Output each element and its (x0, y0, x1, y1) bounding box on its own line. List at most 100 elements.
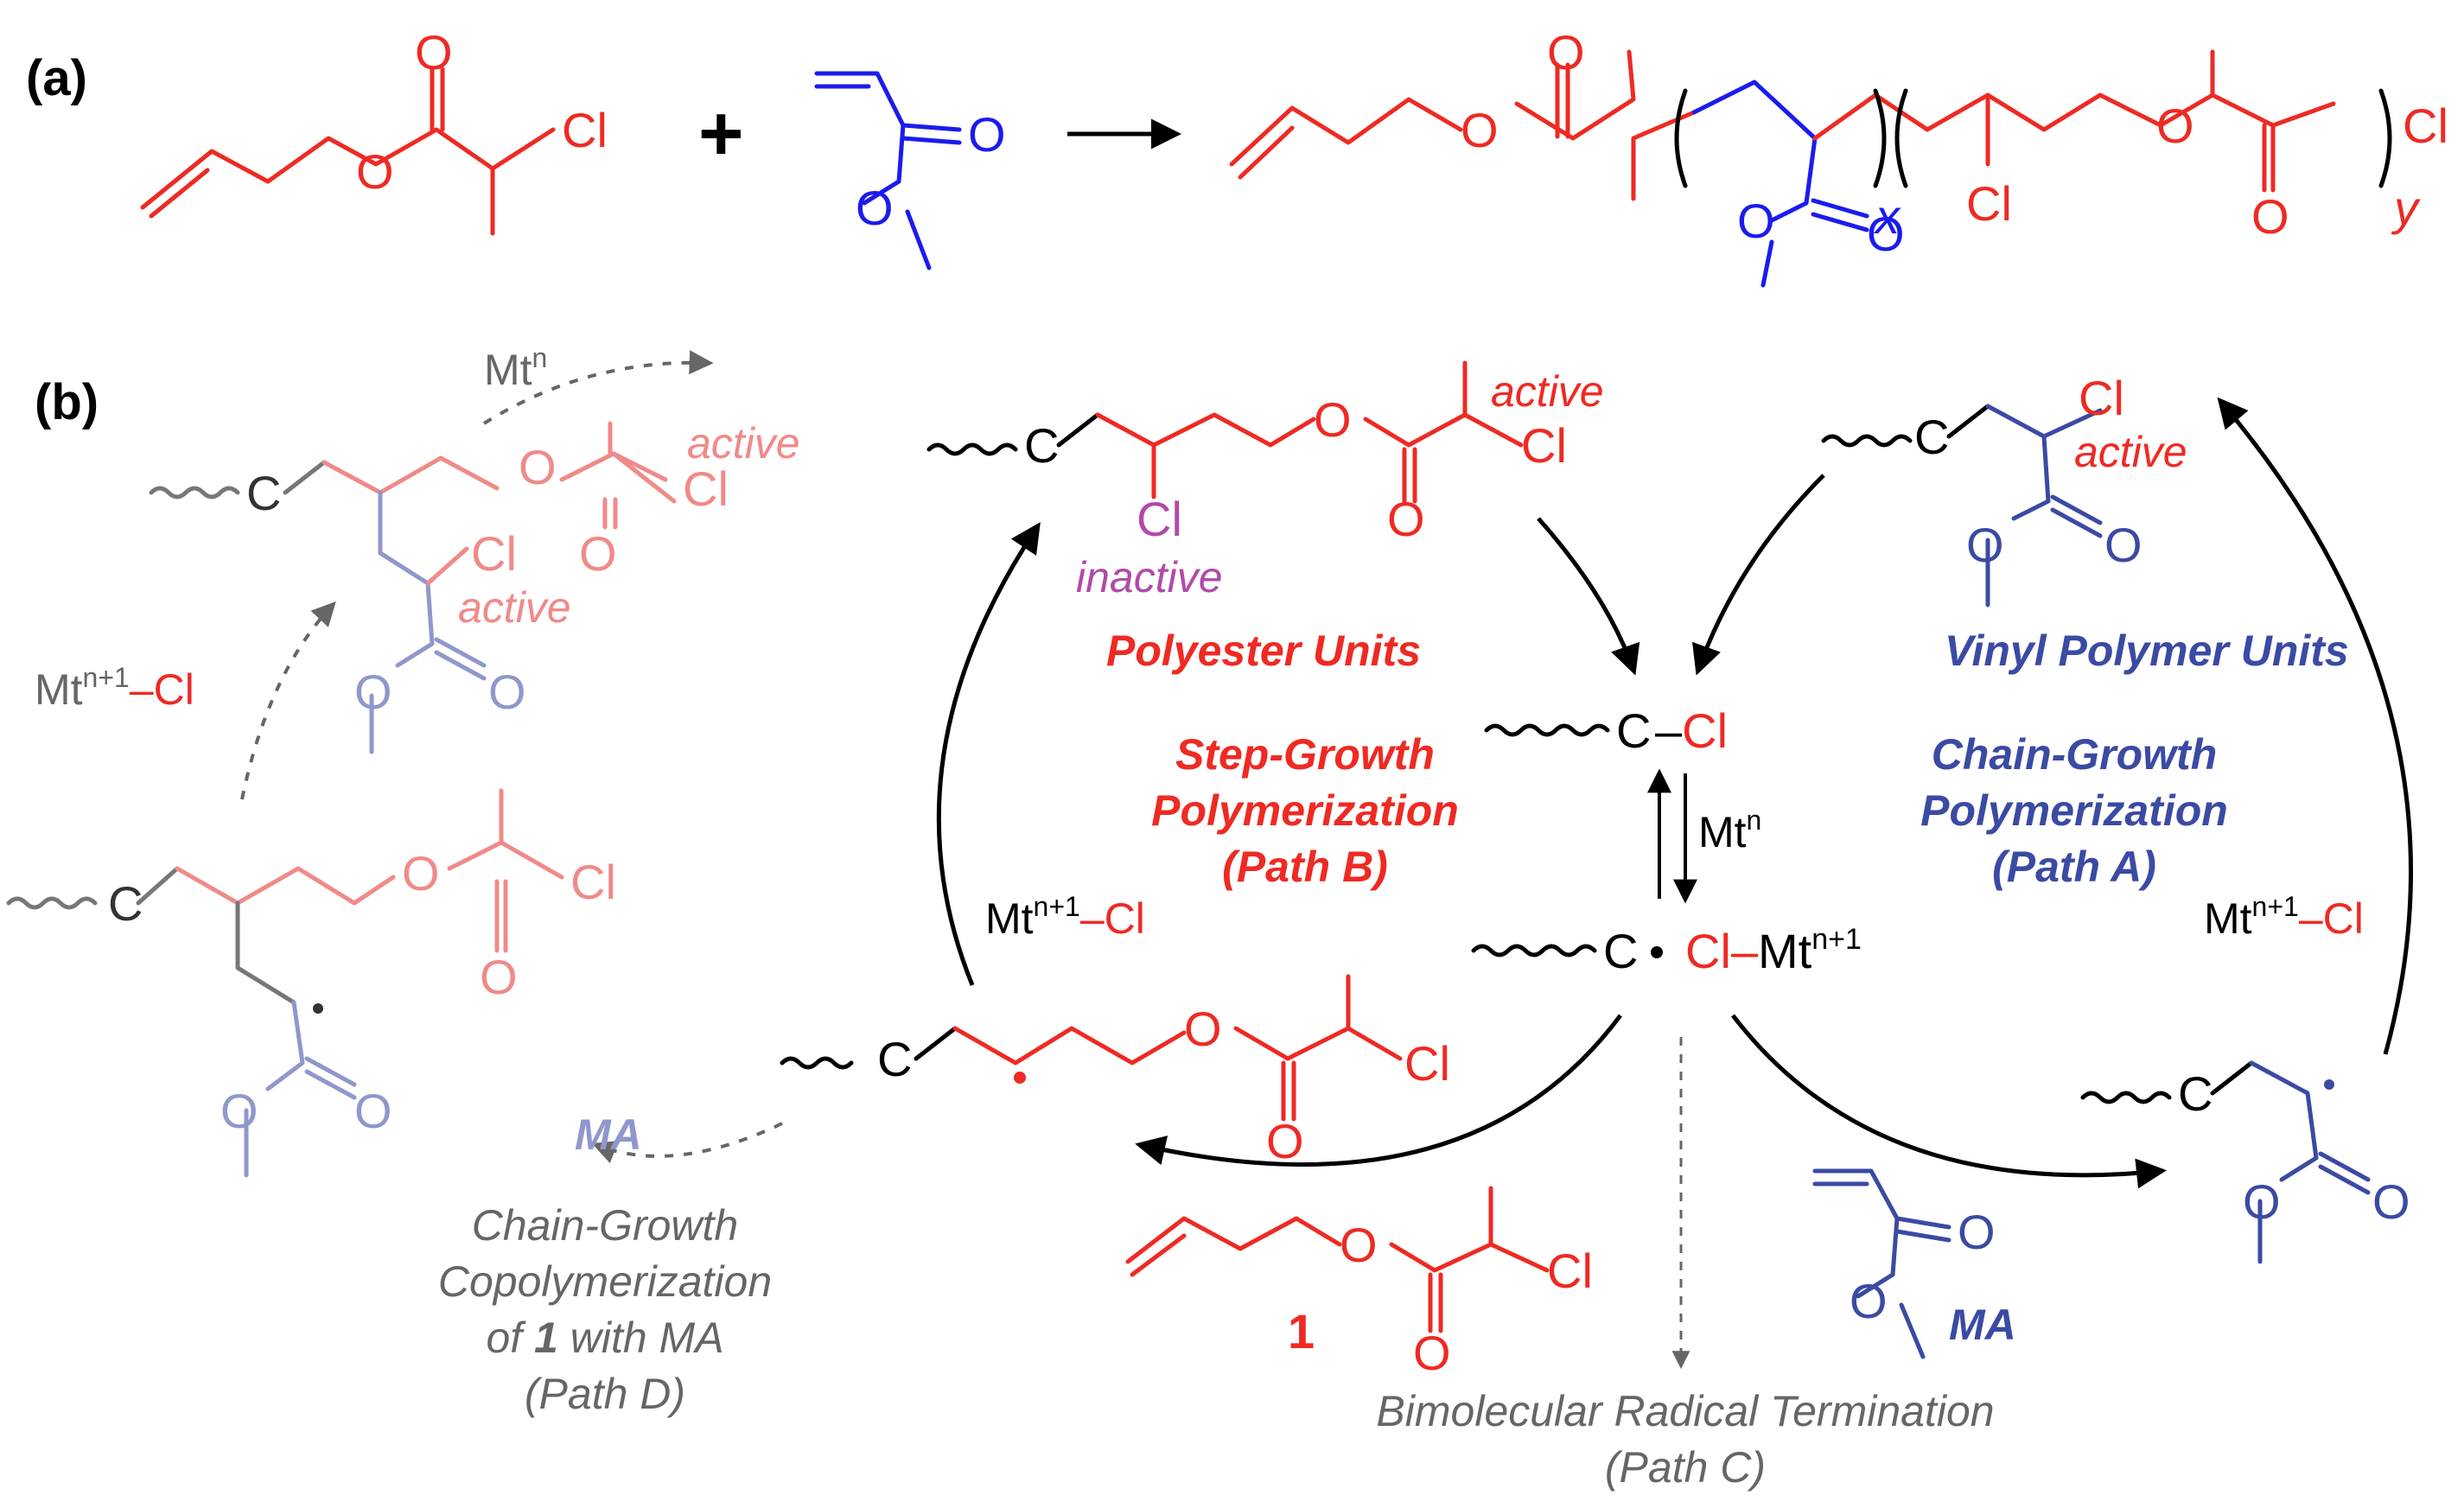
path-a-title-line1: Chain-Growth (1932, 730, 2218, 779)
atom-o: O (856, 181, 894, 235)
atom-o: O (1958, 1205, 1996, 1259)
atom-c: C (2178, 1066, 2213, 1121)
polyester-radical-structure (780, 974, 1403, 1122)
arrow-polyester-to-center (1537, 517, 1640, 676)
atom-o: O (402, 846, 440, 900)
path-d-dashed-arrow-left (240, 601, 336, 800)
panel-b-label: (b) (35, 374, 99, 430)
atom-cl: Cl (1966, 176, 2012, 231)
path-b-title-line1: Step-Growth (1175, 730, 1435, 779)
path-c-title-line1: Bimolecular Radical Termination (1376, 1387, 1994, 1435)
atom-o: O (1737, 194, 1775, 248)
path-d-title-line2: Copolymerization (438, 1257, 772, 1306)
atom-o: O (1266, 1114, 1304, 1168)
center-c-cl: –Cl (1655, 703, 1728, 758)
vinyl-units-title: Vinyl Polymer Units (1945, 627, 2349, 675)
path-d-title-line4: (Path D) (525, 1370, 685, 1418)
path-b-title-line2: Polymerization (1151, 786, 1459, 835)
atom-o: O (488, 665, 526, 719)
atom-cl: Cl (562, 103, 608, 157)
atom-cl: Cl (1547, 1244, 1593, 1298)
atom-c: C (1024, 418, 1059, 473)
active-label: active (458, 583, 571, 632)
atom-o: O (1387, 492, 1425, 546)
active-label: active (1491, 367, 1604, 416)
path-a-title-line2: Polymerization (1920, 786, 2228, 835)
monomer-1-bottom-structure (1125, 1186, 1550, 1333)
atom-o: O (968, 107, 1006, 162)
center-cl-mt: Cl–Mtn+1 (1685, 923, 1862, 978)
active-label: active (2074, 428, 2187, 476)
mt-n1-cl-label: Mtn+1–Cl (985, 891, 1145, 943)
atom-o: O (1850, 1274, 1888, 1328)
repeat-x-subscript: x (1873, 189, 1901, 244)
atom-o: O (579, 526, 617, 581)
atom-c: C (1914, 410, 1949, 464)
atom-c: C (108, 876, 143, 931)
atom-c: C (877, 1032, 912, 1086)
methyl-acrylate-bottom-structure (1812, 1168, 1951, 1359)
path-c-title-line2: (Path C) (1605, 1443, 1766, 1492)
polyester-units-title: Polyester Units (1106, 627, 1421, 675)
atom-cl: Cl (683, 461, 729, 516)
panel-a-label: (a) (26, 50, 87, 106)
path-a-title-line3: (Path A) (1992, 843, 2156, 891)
mt-n-label: Mtn (1698, 805, 1761, 856)
atom-c: C (1603, 924, 1638, 978)
path-d-title-line3: of 1 with MA (486, 1314, 723, 1362)
atom-c: C (1616, 703, 1651, 758)
product-polymer-structure (1229, 49, 2392, 288)
atom-o: O (480, 950, 518, 1004)
polyester-units-structure (926, 360, 1524, 504)
atom-o: O (1867, 207, 1905, 261)
path-d-structure-radical (6, 788, 564, 1178)
atom-o: O (1966, 518, 2004, 572)
atom-o: O (1314, 392, 1352, 447)
monomer-1-structure (140, 67, 556, 236)
atom-o: O (2156, 99, 2194, 153)
atom-cl: Cl (1521, 418, 1567, 473)
ma-label: MA (1949, 1301, 2016, 1349)
atom-o: O (1184, 1002, 1222, 1056)
atom-cl: Cl (570, 855, 616, 909)
arrow-path-a-cycle (2217, 397, 2414, 1055)
arrow-vinyl-to-center (1692, 474, 1825, 676)
atom-o: O (1413, 1326, 1451, 1380)
atom-o: O (1547, 25, 1585, 80)
path-d-title-line1: Chain-Growth (472, 1201, 738, 1250)
path-b-title-line3: (Path B) (1222, 843, 1388, 891)
atom-o: O (354, 665, 392, 719)
vinyl-radical-structure (2080, 1060, 2371, 1264)
atom-o: O (2251, 189, 2289, 244)
atom-o: O (2243, 1174, 2281, 1229)
inactive-label: inactive (1076, 553, 1223, 601)
arrow-to-path-b-radical (1135, 1014, 1623, 1167)
radical-dot (313, 1003, 323, 1014)
methyl-acrylate-structure (814, 71, 962, 270)
atom-o: O (354, 1084, 392, 1138)
atom-cl: Cl (2079, 371, 2124, 425)
atom-o: O (1340, 1218, 1378, 1272)
radical-dot (1014, 1072, 1026, 1084)
repeat-y-subscript: y (2391, 181, 2421, 235)
chain-squiggle (1471, 944, 1597, 957)
active-label: active (687, 419, 800, 468)
path-d-dashed-arrow-bottom (591, 1122, 783, 1164)
mt-n1-cl-label: Mtn+1–Cl (2204, 891, 2364, 943)
monomer-1-label: 1 (1288, 1304, 1315, 1358)
arrow-to-path-a-radical (1731, 1014, 2167, 1189)
ma-label-faded: MA (575, 1110, 642, 1159)
atom-cl: Cl (1404, 1036, 1450, 1091)
atom-o: O (356, 144, 394, 199)
atom-o: O (220, 1084, 258, 1138)
atom-cl: Cl (471, 526, 517, 581)
mt-n1-cl-label: Mtn+1–Cl (35, 662, 194, 714)
plus-sign: + (698, 91, 744, 177)
radical-dot (1651, 946, 1663, 958)
arrow-path-b-cycle (936, 522, 1041, 986)
mt-n-label: Mtn (484, 342, 547, 394)
chain-squiggle (1484, 723, 1610, 737)
atom-o: O (2104, 518, 2142, 572)
atom-o: O (519, 440, 557, 494)
